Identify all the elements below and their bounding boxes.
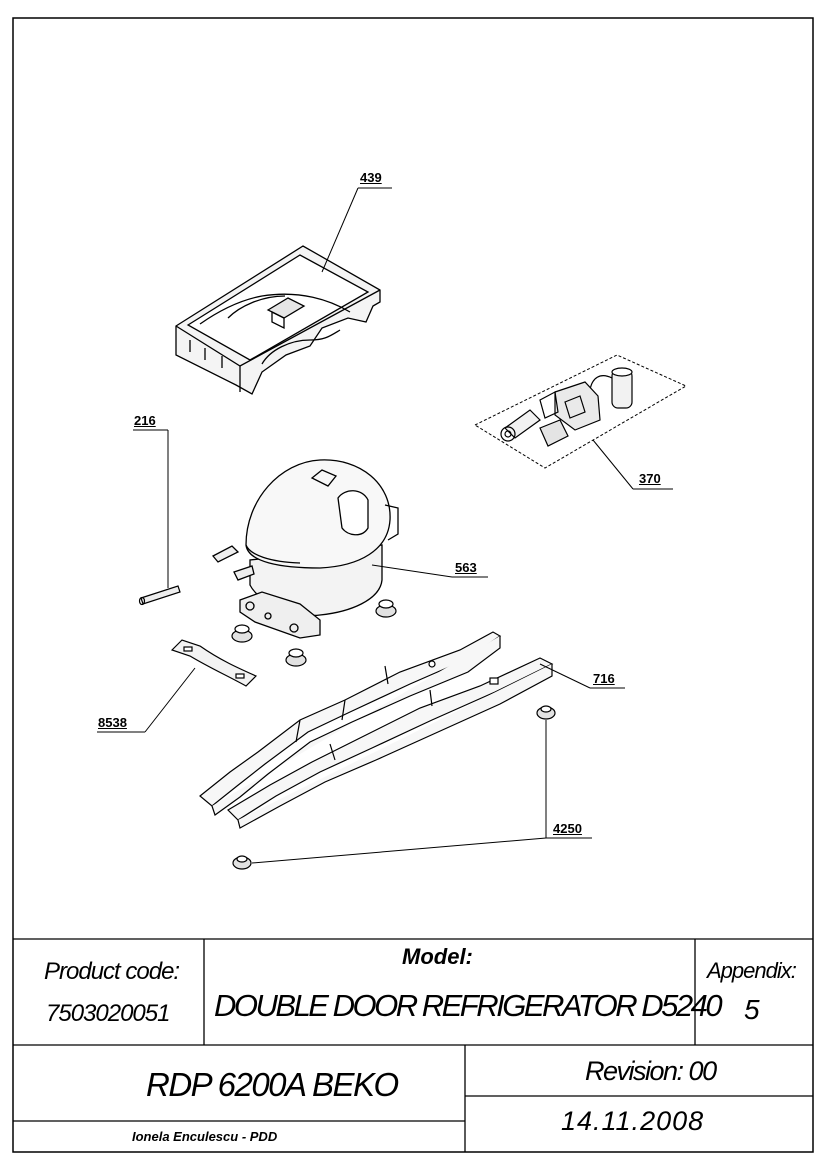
revision: Revision: 00 [585, 1056, 717, 1086]
part-439-drip-tray [175, 245, 381, 395]
drawing-border [12, 17, 814, 1153]
appendix-label: Appendix: [707, 958, 797, 983]
product-code-value: 7503020051 [46, 1000, 170, 1027]
part-label-439: 439 [360, 170, 382, 185]
part-label-8538: 8538 [98, 715, 127, 730]
leader-563 [371, 564, 488, 578]
leader-439 [321, 187, 392, 273]
part-563-compressor [211, 459, 399, 639]
part-716-base-rails [199, 631, 554, 829]
part-label-216: 216 [134, 413, 156, 428]
rubber-grommets [231, 599, 397, 667]
leader-8538 [97, 667, 196, 733]
part-216-pin [138, 585, 181, 606]
part-label-370: 370 [639, 471, 661, 486]
leader-216 [133, 429, 169, 588]
part-label-716: 716 [593, 671, 615, 686]
date: 14.11.2008 [561, 1106, 705, 1136]
product-name: RDP 6200A BEKO [146, 1066, 399, 1103]
part-label-4250: 4250 [553, 821, 582, 836]
appendix-number: 5 [744, 994, 760, 1025]
part-4250-feet [232, 705, 556, 870]
part-8538-bracket [170, 639, 258, 687]
product-code-label: Product code: [44, 958, 180, 985]
author: Ionela Enculescu - PDD [132, 1129, 278, 1144]
title-block-grid [13, 938, 813, 1152]
part-label-563: 563 [455, 560, 477, 575]
part-370-electrical-kit [473, 354, 688, 469]
leader-370 [592, 439, 673, 490]
model-label: Model: [402, 944, 473, 969]
model-name: DOUBLE DOOR REFRIGERATOR D5240 [214, 988, 723, 1023]
leader-4250 [251, 720, 592, 864]
leader-716 [539, 663, 625, 689]
